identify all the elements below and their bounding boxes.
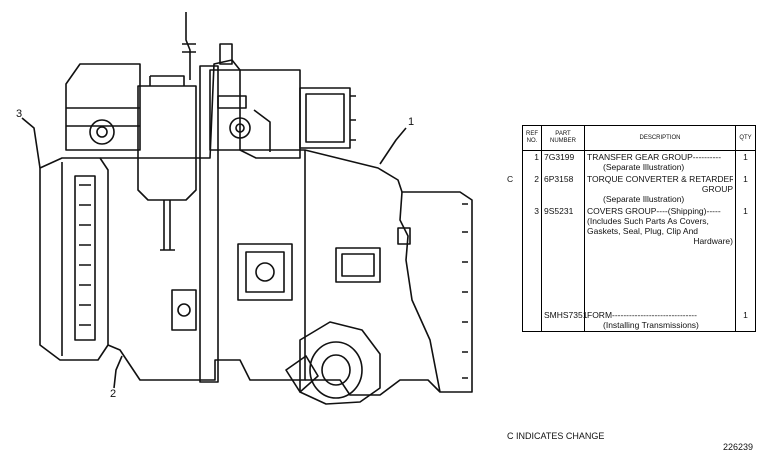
callout-3: 3	[16, 108, 23, 120]
ref-cell: 3	[522, 205, 542, 247]
leader-1	[379, 127, 407, 165]
main-case-outline	[304, 149, 473, 396]
description-cell: COVERS GROUP----(Shipping)----- (Include…	[584, 205, 736, 247]
description-line: (Separate Illustration)	[603, 162, 685, 172]
valve-body	[209, 69, 301, 159]
description-line: (Installing Transmissions)	[603, 320, 699, 330]
filter-canister	[137, 85, 197, 201]
figure-number: 226239	[723, 442, 754, 452]
header-part-number: PART NUMBER	[541, 125, 585, 151]
qty-cell: 1	[735, 309, 756, 332]
part-number-cell: 7G3199	[541, 150, 585, 173]
ref-cell	[522, 309, 542, 332]
change-marker: C	[507, 174, 514, 184]
part-number-cell: 6P3158	[541, 173, 585, 205]
leader-2	[113, 355, 123, 389]
table-row: 1 7G3199 TRANSFER GEAR GROUP---------- (…	[522, 150, 756, 173]
table-row: SMHS7351 FORM---------------------------…	[522, 309, 756, 332]
table-row: 3 9S5231 COVERS GROUP----(Shipping)-----…	[522, 205, 756, 247]
table-header-row: REF NO. PART NUMBER DESCRIPTION QTY	[522, 125, 756, 151]
description-line: TRANSFER GEAR GROUP----------	[587, 152, 722, 162]
table-spacer-row	[522, 247, 756, 309]
header-qty: QTY	[735, 125, 756, 151]
center-plate	[237, 243, 293, 301]
qty-cell: 1	[735, 205, 756, 247]
description-cell: TRANSFER GEAR GROUP---------- (Separate …	[584, 150, 736, 173]
qty-cell: 1	[735, 173, 756, 205]
part-number-cell: SMHS7351	[541, 309, 587, 332]
qty-cell: 1	[735, 150, 756, 173]
header-description: DESCRIPTION	[584, 125, 736, 151]
parts-list-table: REF NO. PART NUMBER DESCRIPTION QTY 1 7G…	[507, 125, 756, 332]
description-line: (Separate Illustration)	[603, 194, 685, 204]
leader-3	[21, 117, 41, 169]
callout-1: 1	[408, 116, 415, 128]
description-line: TORQUE CONVERTER & RETARDER--	[587, 174, 733, 184]
description-line: Gaskets, Seal, Plug, Clip And	[587, 226, 699, 236]
change-legend: C INDICATES CHANGE	[507, 431, 605, 441]
output-yoke	[299, 321, 381, 405]
ref-cell: 1	[522, 150, 542, 173]
end-cover-outline	[39, 157, 109, 361]
header-ref-no: REF NO.	[522, 125, 542, 151]
part-number-cell: 9S5231	[541, 205, 585, 247]
description-cell: FORM------------------------------ (Inst…	[584, 309, 736, 332]
description-line: GROUP	[701, 184, 733, 194]
callout-2: 2	[110, 388, 117, 400]
description-line: FORM------------------------------	[587, 310, 697, 320]
description-line: Hardware)	[693, 236, 733, 246]
description-line: (Includes Such Parts As Covers,	[587, 216, 709, 226]
description-line: COVERS GROUP----(Shipping)-----	[587, 206, 721, 216]
description-cell: TORQUE CONVERTER & RETARDER-- GROUP (Sep…	[584, 173, 736, 205]
